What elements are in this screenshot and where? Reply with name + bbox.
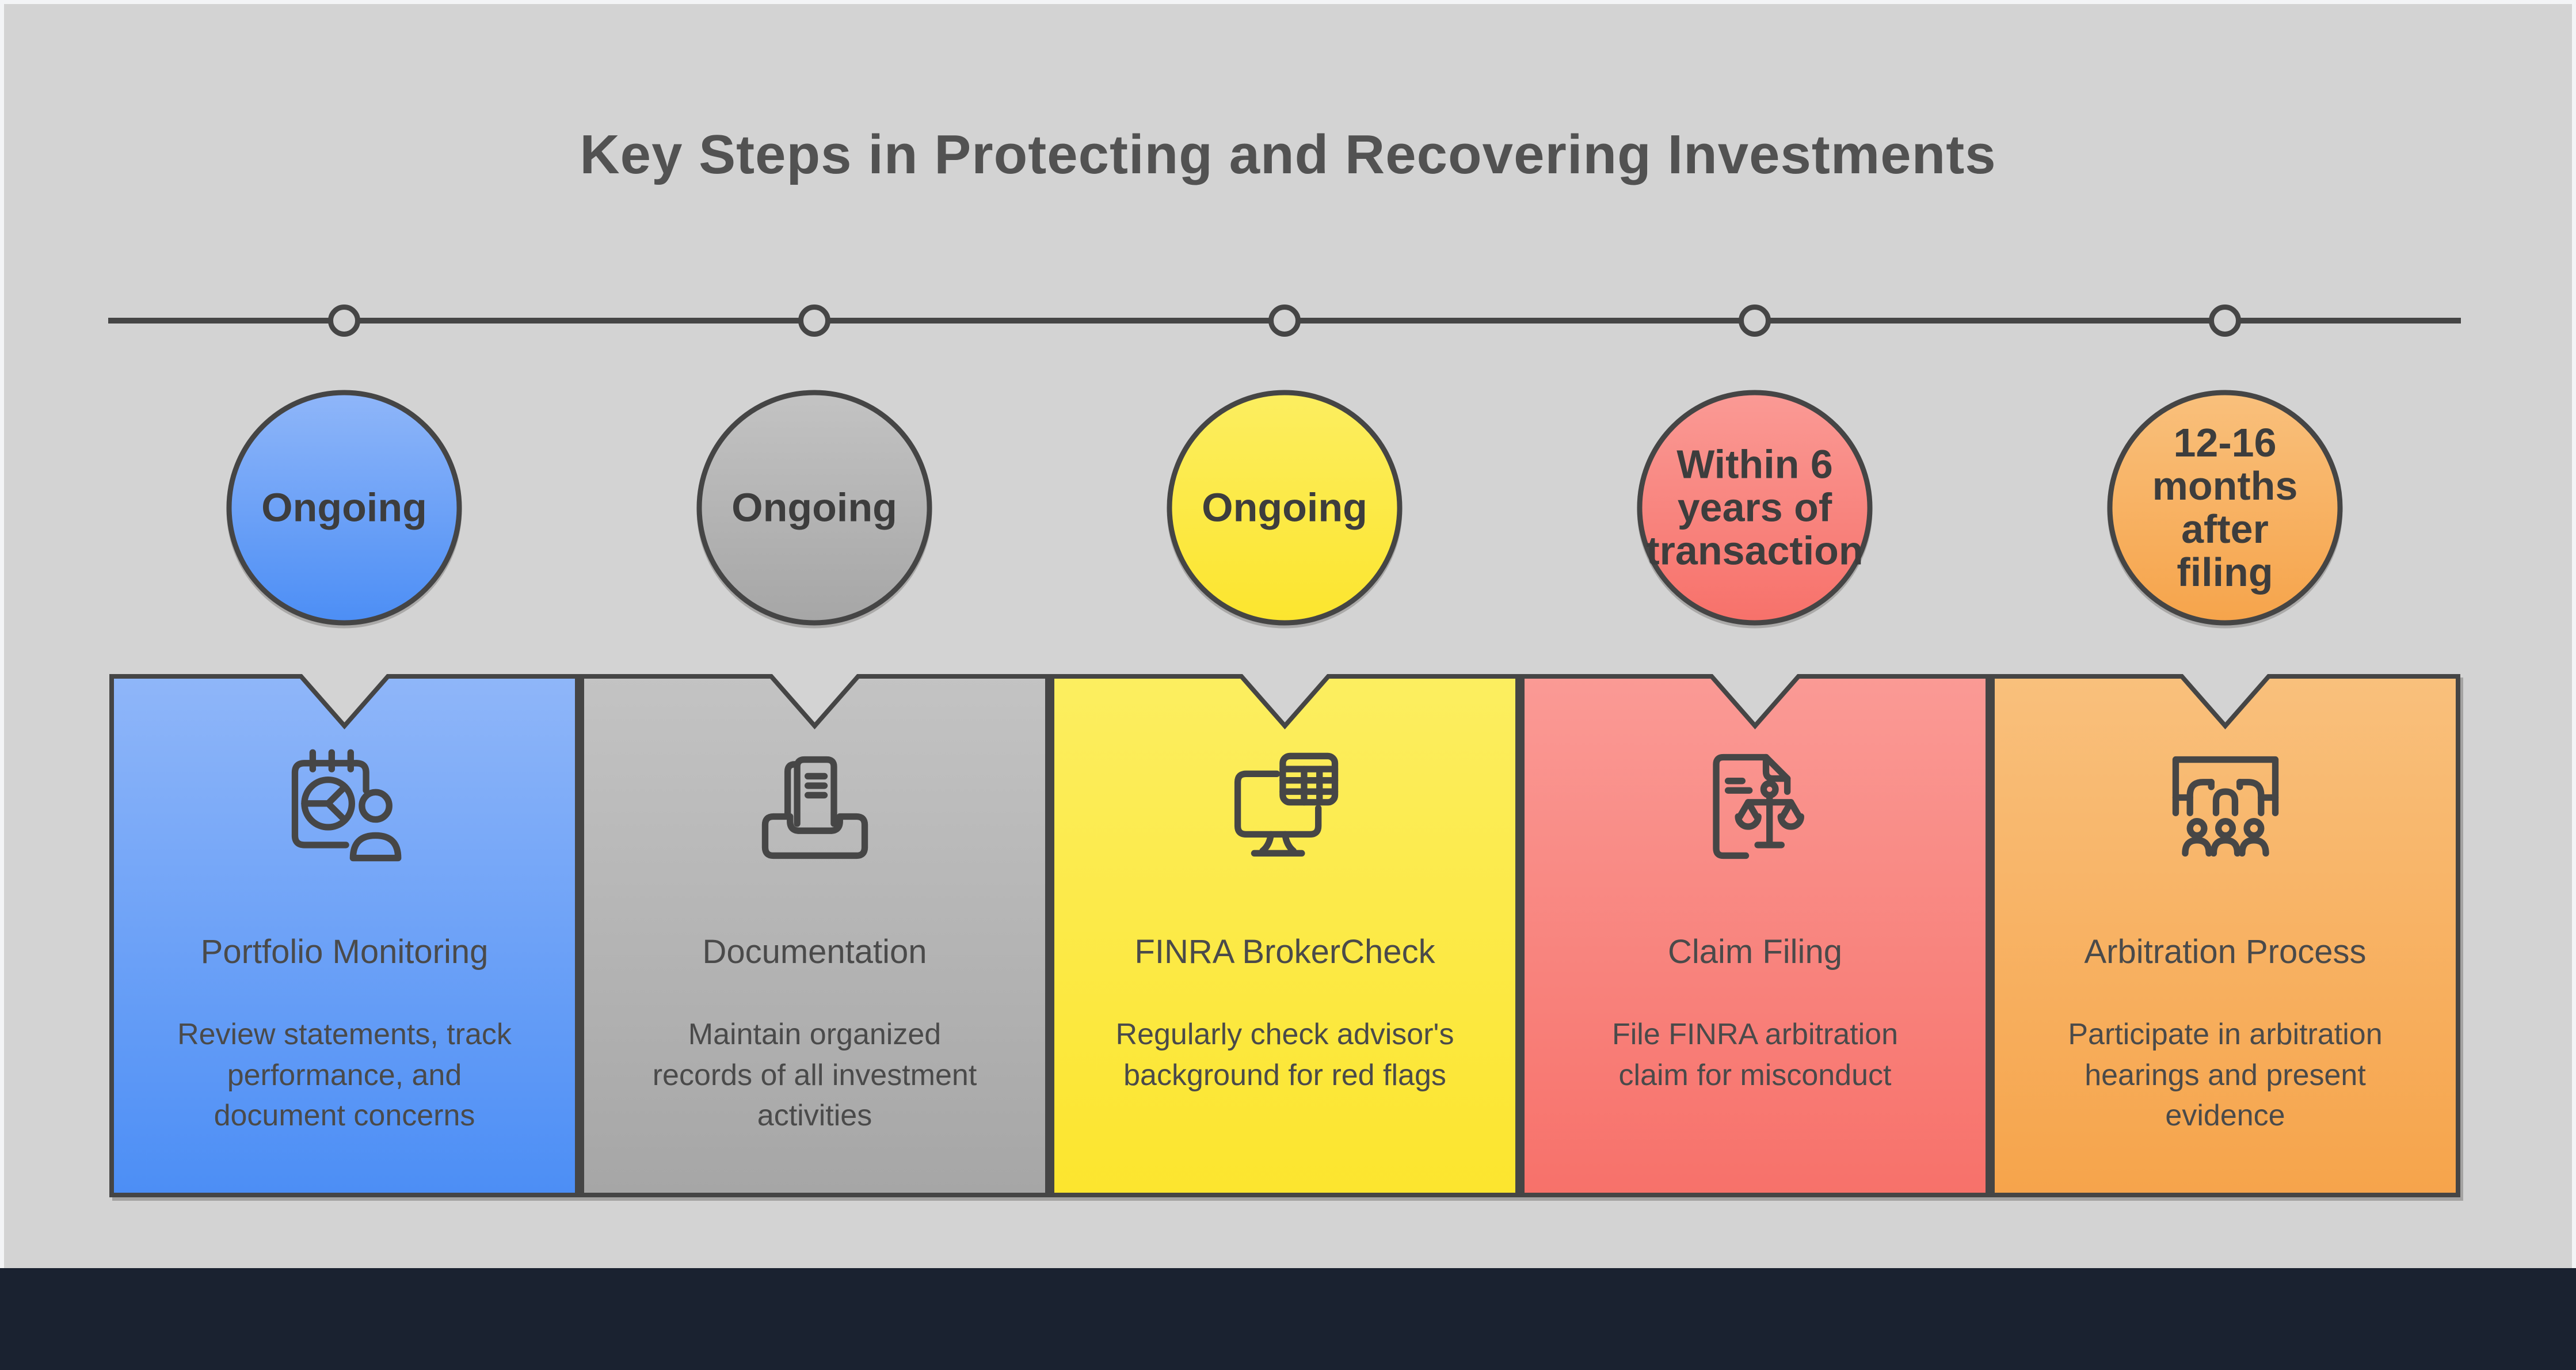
circle-timing-label: Ongoing <box>1202 485 1367 530</box>
card-title: Documentation <box>702 933 927 971</box>
page-title: Key Steps in Protecting and Recovering I… <box>580 124 1996 185</box>
timeline-marker <box>328 305 360 337</box>
timing-circle: 12-16 months after filing <box>2104 387 2346 629</box>
card-shape <box>1520 674 1990 1197</box>
document-scales-icon <box>1696 748 1815 866</box>
calendar-pie-chart-person-icon <box>285 748 404 866</box>
circle-shape <box>1167 390 1403 626</box>
card-shape <box>1990 674 2460 1197</box>
timeline-marker <box>2209 305 2241 337</box>
card-title: FINRA BrokerCheck <box>1134 933 1435 971</box>
timeline-marker <box>798 305 830 337</box>
circle-timing-label: 12-16 months after filing <box>2152 420 2298 595</box>
card-title: Portfolio Monitoring <box>200 933 489 971</box>
timing-circle: Within 6 years of transaction <box>1634 387 1876 629</box>
circle-timing-label: Ongoing <box>731 485 897 530</box>
timeline-marker <box>1268 305 1301 337</box>
card-shape <box>580 674 1050 1197</box>
card-shape <box>109 674 580 1197</box>
card-description: Review statements, track performance, an… <box>177 1018 512 1133</box>
monitor-spreadsheet-icon <box>1226 748 1344 866</box>
card-description: Maintain organized records of all invest… <box>652 1018 977 1133</box>
circle-shape <box>2107 390 2343 626</box>
circle-shape <box>696 390 932 626</box>
card-shape <box>1050 674 1520 1197</box>
step-card: Arbitration Process Participate in arbit… <box>1990 674 2460 1197</box>
timing-circle: Ongoing <box>693 387 935 629</box>
step-card: Portfolio Monitoring Review statements, … <box>109 674 580 1197</box>
card-description: Regularly check advisor's background for… <box>1115 1018 1454 1092</box>
step-card: Documentation Maintain organized records… <box>580 674 1050 1197</box>
footer-bar <box>0 1268 2576 1370</box>
timeline-marker <box>1739 305 1771 337</box>
arbitration-panel-icon <box>2166 748 2285 866</box>
circle-timing-label: Within 6 years of transaction <box>1646 442 1864 573</box>
timing-circle: Ongoing <box>223 387 465 629</box>
circle-timing-label: Ongoing <box>261 485 427 530</box>
circle-shape <box>226 390 462 626</box>
card-description: Participate in arbitration hearings and … <box>2068 1018 2383 1133</box>
card-title: Claim Filing <box>1668 933 1842 971</box>
step-card: FINRA BrokerCheck Regularly check adviso… <box>1050 674 1520 1197</box>
card-title: Arbitration Process <box>2084 933 2367 971</box>
circle-shape <box>1637 390 1873 626</box>
card-description: File FINRA arbitration claim for miscond… <box>1611 1018 1899 1092</box>
timing-circle: Ongoing <box>1164 387 1405 629</box>
step-card: Claim Filing File FINRA arbitration clai… <box>1520 674 1990 1197</box>
document-inbox-icon <box>756 748 874 866</box>
